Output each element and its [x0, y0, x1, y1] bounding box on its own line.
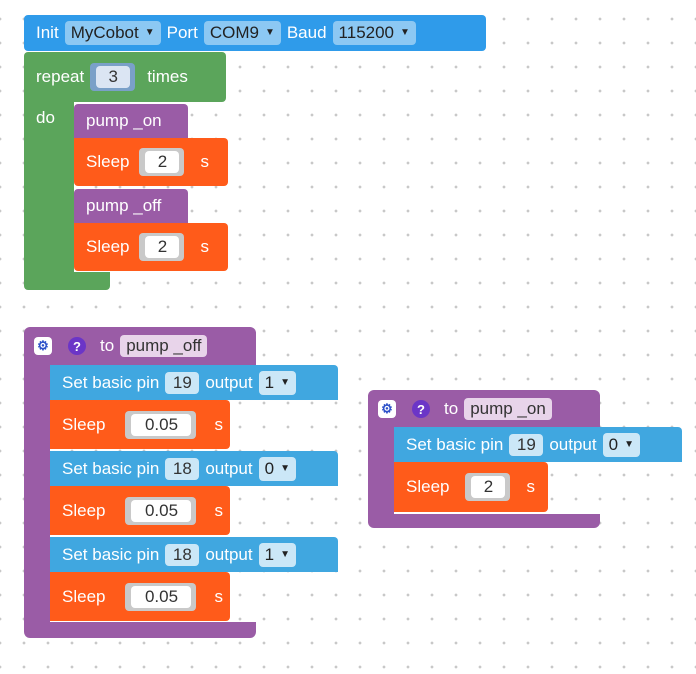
- baud-value: 115200: [338, 23, 395, 42]
- sleep-unit: s: [214, 500, 223, 520]
- set-pin-block[interactable]: Set basic pin 18 output 0 ▼: [50, 451, 338, 486]
- repeat-footer: [24, 272, 110, 290]
- sleep-unit: s: [214, 414, 223, 434]
- sleep-label: Sleep: [62, 586, 106, 606]
- baud-label: Baud: [286, 23, 327, 42]
- set-pin-label: Set basic pin: [62, 372, 160, 392]
- init-label: Init: [36, 23, 59, 42]
- output-value: 1: [264, 544, 275, 564]
- sleep-block[interactable]: Sleep 0.05 s: [50, 400, 230, 449]
- output-dropdown[interactable]: 1 ▼: [258, 542, 296, 567]
- output-label: output: [205, 458, 253, 478]
- chevron-down-icon: ▼: [624, 438, 634, 450]
- output-value: 0: [608, 434, 619, 454]
- output-dropdown[interactable]: 0 ▼: [258, 456, 296, 481]
- set-pin-block[interactable]: Set basic pin 19 output 0 ▼: [394, 427, 682, 462]
- output-label: output: [205, 544, 253, 564]
- output-dropdown[interactable]: 1 ▼: [258, 370, 296, 395]
- sleep-value[interactable]: 2: [145, 236, 180, 258]
- chevron-down-icon: ▼: [280, 462, 290, 474]
- pin-value[interactable]: 19: [509, 433, 544, 456]
- set-pin-label: Set basic pin: [62, 458, 160, 478]
- sleep-label: Sleep: [86, 237, 130, 256]
- repeat-count-value[interactable]: 3: [96, 66, 131, 88]
- help-icon[interactable]: ?: [412, 400, 430, 418]
- sleep-block[interactable]: Sleep 0.05 s: [50, 572, 230, 621]
- call-label: pump _on: [86, 111, 162, 130]
- set-pin-block[interactable]: Set basic pin 19 output 1 ▼: [50, 365, 338, 400]
- init-block[interactable]: Init MyCobot ▼ Port COM9 ▼ Baud 115200 ▼: [24, 15, 486, 51]
- repeat-arm: [24, 100, 74, 276]
- sleep-label: Sleep: [62, 414, 106, 434]
- times-label: times: [147, 67, 188, 86]
- sleep-value-socket[interactable]: 0.05: [125, 496, 197, 525]
- chevron-down-icon: ▼: [280, 376, 290, 388]
- function-name-field[interactable]: pump _off: [120, 335, 208, 357]
- sleep-unit: s: [526, 477, 535, 496]
- call-pump-on-block[interactable]: pump _on: [74, 104, 188, 138]
- set-pin-label: Set basic pin: [406, 434, 504, 454]
- repeat-count-socket[interactable]: 3: [90, 63, 136, 91]
- function-header: ⚙ ? to pump _off: [24, 327, 256, 365]
- port-value: COM9: [209, 23, 259, 42]
- function-name-field[interactable]: pump _on: [464, 398, 552, 420]
- call-pump-off-block[interactable]: pump _off: [74, 189, 188, 223]
- sleep-unit: s: [214, 586, 223, 606]
- output-dropdown[interactable]: 0 ▼: [602, 432, 640, 457]
- port-label: Port: [166, 23, 198, 42]
- sleep-value[interactable]: 0.05: [131, 499, 192, 522]
- help-icon[interactable]: ?: [68, 337, 86, 355]
- function-footer: [368, 514, 600, 528]
- chevron-down-icon: ▼: [400, 27, 410, 38]
- repeat-label: repeat: [36, 67, 85, 86]
- sleep-unit: s: [200, 237, 209, 256]
- pin-value[interactable]: 19: [165, 371, 200, 394]
- sleep-value[interactable]: 0.05: [131, 413, 192, 436]
- sleep-label: Sleep: [62, 500, 106, 520]
- chevron-down-icon: ▼: [144, 27, 155, 38]
- sleep-label: Sleep: [86, 152, 130, 171]
- sleep-value[interactable]: 2: [471, 476, 506, 498]
- sleep-block[interactable]: Sleep 2 s: [394, 462, 548, 512]
- repeat-header: repeat 3 times: [24, 52, 226, 102]
- output-value: 0: [264, 458, 275, 478]
- sleep-value-socket[interactable]: 0.05: [125, 410, 197, 439]
- sleep-block[interactable]: Sleep 2 s: [74, 223, 228, 271]
- sleep-value-socket[interactable]: 2: [139, 233, 185, 261]
- chevron-down-icon: ▼: [264, 27, 275, 38]
- sleep-value-socket[interactable]: 2: [465, 473, 511, 501]
- port-dropdown[interactable]: COM9 ▼: [203, 21, 281, 45]
- pin-value[interactable]: 18: [165, 457, 200, 480]
- output-label: output: [549, 434, 597, 454]
- call-label: pump _off: [86, 196, 162, 215]
- chevron-down-icon: ▼: [280, 548, 290, 560]
- pin-value[interactable]: 18: [165, 543, 200, 566]
- function-header: ⚙ ? to pump _on: [368, 390, 600, 428]
- do-label: do: [36, 108, 55, 127]
- sleep-block[interactable]: Sleep 2 s: [74, 138, 228, 186]
- gear-icon[interactable]: ⚙: [378, 400, 396, 418]
- sleep-value[interactable]: 2: [145, 151, 180, 173]
- to-label: to: [444, 399, 459, 418]
- robot-value: MyCobot: [70, 23, 139, 42]
- gear-icon[interactable]: ⚙: [34, 337, 52, 355]
- sleep-value-socket[interactable]: 0.05: [125, 582, 197, 611]
- baud-dropdown[interactable]: 115200 ▼: [332, 21, 416, 45]
- function-arm: [24, 363, 50, 625]
- sleep-block[interactable]: Sleep 0.05 s: [50, 486, 230, 535]
- sleep-value[interactable]: 0.05: [131, 585, 192, 608]
- sleep-value-socket[interactable]: 2: [139, 148, 185, 176]
- function-footer: [24, 622, 256, 638]
- output-value: 1: [264, 372, 275, 392]
- robot-dropdown[interactable]: MyCobot ▼: [64, 21, 161, 45]
- sleep-unit: s: [200, 152, 209, 171]
- output-label: output: [205, 372, 253, 392]
- set-pin-label: Set basic pin: [62, 544, 160, 564]
- to-label: to: [100, 336, 115, 355]
- function-arm: [368, 426, 394, 518]
- set-pin-block[interactable]: Set basic pin 18 output 1 ▼: [50, 537, 338, 572]
- sleep-label: Sleep: [406, 477, 450, 496]
